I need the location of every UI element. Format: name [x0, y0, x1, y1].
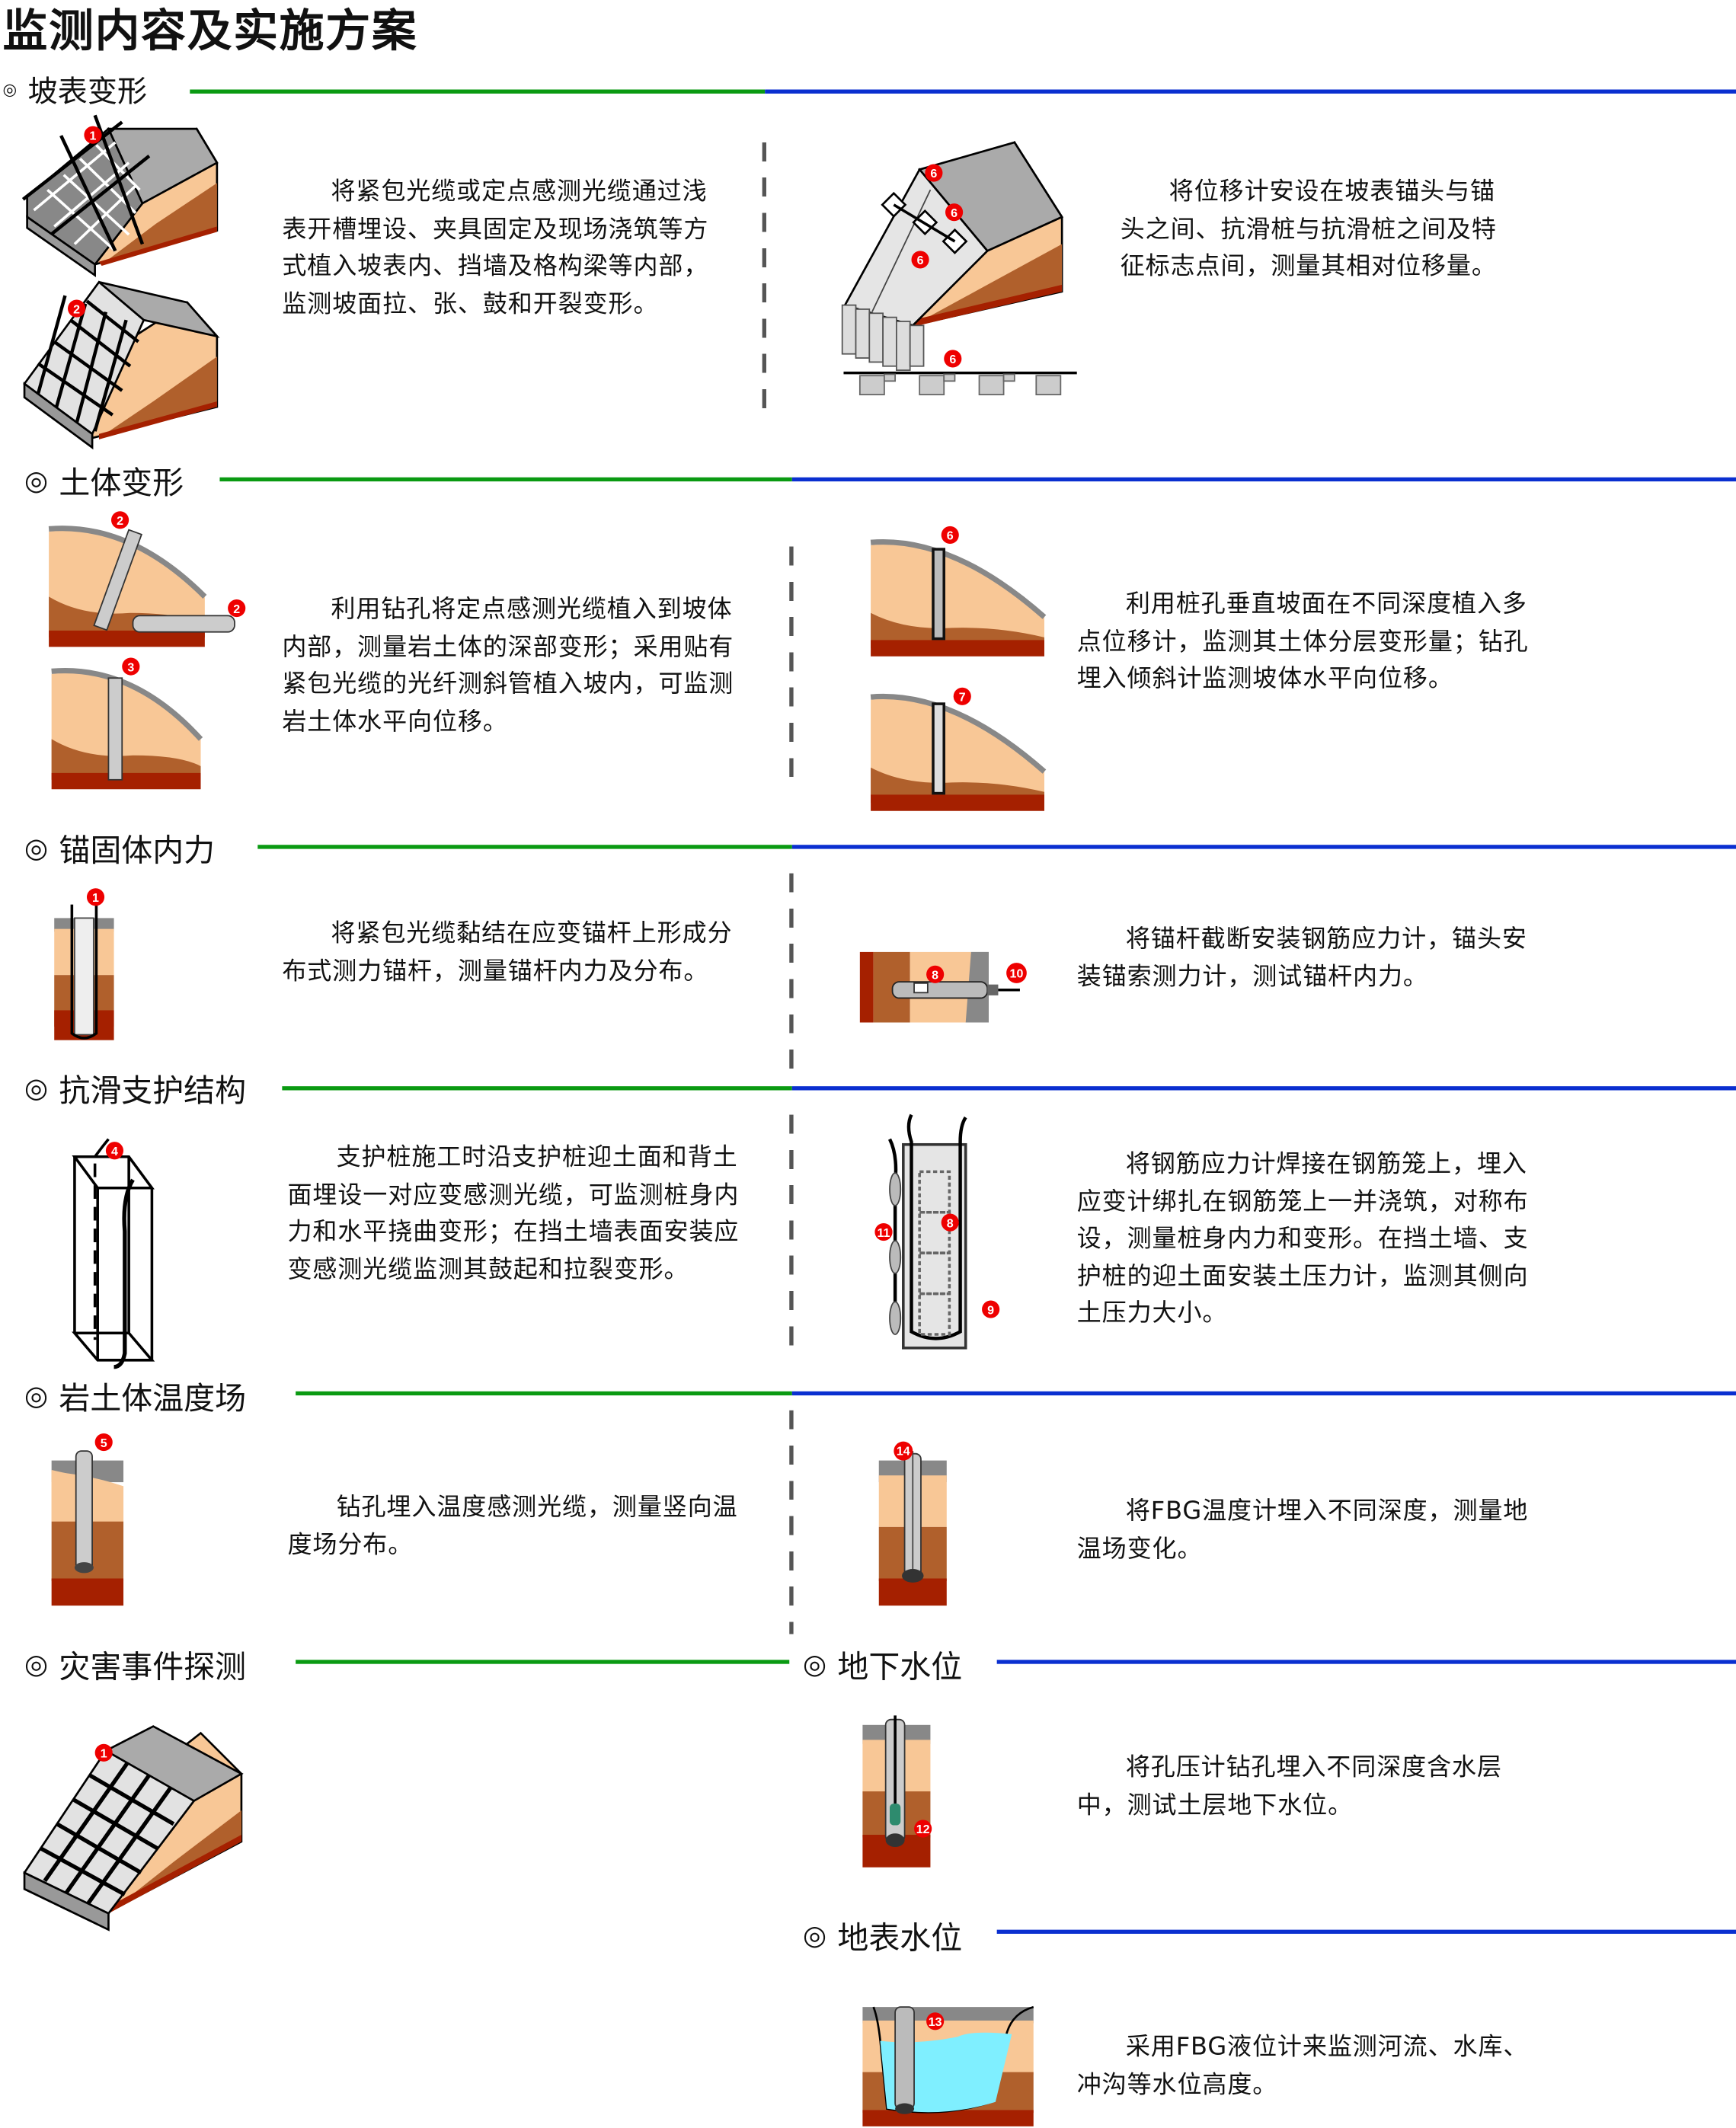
double-circle-icon: ◎	[24, 1379, 49, 1412]
marker-badge: 2	[228, 599, 246, 618]
section-heading-rock-soil-temperature: ◎ 岩土体温度场	[24, 1379, 247, 1417]
section-rule-green	[190, 89, 766, 94]
slope-displacement-meter-illustration	[841, 140, 1064, 371]
section-rule-blue	[791, 477, 1736, 482]
marker-badge: 6	[925, 164, 943, 182]
section-rule-blue	[791, 1391, 1736, 1396]
double-circle-icon: ◎	[803, 1919, 827, 1952]
description-text: 钻孔埋入温度感测光缆，测量竖向温度场分布。	[287, 1493, 738, 1559]
marker-badge: 1	[86, 888, 105, 906]
description-text: 利用钻孔将定点感测光缆植入到坡体内部，测量岩土体的深部变形；采用贴有紧包光缆的光…	[282, 595, 734, 736]
marker-badge: 10	[1006, 963, 1027, 983]
fbg-thermometer-borehole-illustration	[878, 1451, 947, 1606]
section-heading-surface-water-level: ◎ 地表水位	[803, 1919, 963, 1957]
double-circle-icon: ◎	[24, 831, 49, 864]
marker-badge: 2	[111, 511, 129, 529]
marker-badge: 1	[94, 1743, 113, 1762]
marker-badge: 11	[874, 1223, 893, 1241]
marker-badge: 9	[982, 1300, 1000, 1318]
marker-badge: 1	[84, 126, 102, 144]
section-rule-blue	[791, 1086, 1736, 1091]
marker-badge: 12	[914, 1820, 932, 1838]
column-divider	[789, 873, 794, 1070]
marker-badge: 5	[94, 1433, 113, 1452]
marker-badge: 6	[945, 203, 964, 222]
piezometer-borehole-illustration	[862, 1715, 931, 1868]
description-text: 将紧包光缆黏结在应变锚杆上形成分布式测力锚杆，测量锚杆内力及分布。	[282, 919, 733, 986]
marker-badge: 14	[894, 1441, 913, 1461]
rebar-cage-stress-meter-illustration	[887, 1114, 967, 1350]
section-heading-anti-slide-support: ◎ 抗滑支护结构	[24, 1071, 247, 1110]
page-title: 监测内容及实施方案	[2, 4, 418, 57]
section-rule-green	[257, 845, 792, 849]
section-rule-blue	[996, 1929, 1736, 1934]
description-text: 将位移计安设在坡表锚头与锚头之间、抗滑桩与抗滑桩之间及特征标志点间，测量其相对位…	[1120, 177, 1497, 281]
marker-badge: 6	[911, 251, 929, 269]
description-text: 支护桩施工时沿支护桩迎土面和背土面埋设一对应变感测光缆，可监测桩身内力和水平挠曲…	[287, 1142, 740, 1284]
section-rule-green	[296, 1660, 790, 1664]
marker-badge: 3	[122, 657, 140, 676]
multipoint-displacement-meter-illustration	[870, 538, 1047, 657]
marker-badge: 4	[105, 1142, 124, 1160]
double-circle-icon: ◎	[24, 1647, 49, 1681]
section-heading-groundwater-level: ◎ 地下水位	[803, 1647, 963, 1686]
section-rule-blue	[765, 89, 1736, 94]
column-divider	[762, 142, 766, 420]
description-text: 将FBG温度计埋入不同深度，测量地温场变化。	[1076, 1497, 1529, 1564]
section-rule-green	[282, 1086, 792, 1091]
description-text: 采用FBG液位计来监测河流、水库、冲沟等水位高度。	[1076, 2032, 1529, 2099]
section-heading-anchor-internal-force: ◎ 锚固体内力	[24, 831, 216, 870]
support-pile-sensing-cable-illustration	[72, 1138, 155, 1369]
anchor-rod-sensing-cable-illustration	[54, 904, 114, 1040]
slope-grid-beam-illustration	[23, 280, 220, 450]
description-text: 利用桩孔垂直坡面在不同深度植入多点位移计，监测其土体分层变形量；钻孔埋入倾斜计监…	[1076, 590, 1529, 693]
fbg-level-gauge-channel-illustration	[862, 2005, 1034, 2126]
section-rule-blue	[996, 1660, 1736, 1664]
slope-grid-detection-illustration	[23, 1725, 244, 1931]
double-circle-icon: ◎	[24, 1071, 49, 1104]
marker-badge: 6	[941, 526, 959, 544]
marker-badge: 8	[941, 1213, 959, 1232]
section-rule-green	[219, 477, 792, 482]
slope-inclinometer-tube-illustration	[51, 668, 203, 790]
double-circle-icon: ◎	[2, 80, 18, 99]
displacement-meter-plan-view	[843, 371, 1077, 396]
description-text: 将紧包光缆或定点感测光缆通过浅表开槽埋设、夹具固定及现场浇筑等方式植入坡表内、挡…	[282, 177, 709, 318]
column-divider	[789, 546, 794, 784]
column-divider	[789, 1114, 794, 1348]
description-text: 将钢筋应力计焊接在钢筋笼上，埋入应变计绑扎在钢筋笼上一并浇筑，对称布设，测量桩身…	[1076, 1149, 1529, 1328]
borehole-inclinometer-illustration	[870, 693, 1047, 811]
section-rule-blue	[791, 845, 1736, 849]
section-heading-soil-deformation: ◎ 土体变形	[24, 463, 184, 502]
column-divider	[789, 1410, 794, 1634]
marker-badge: 13	[926, 2012, 945, 2031]
marker-badge: 8	[926, 965, 945, 983]
marker-badge: 6	[944, 350, 962, 368]
slope-grid-cable-illustration	[21, 114, 219, 278]
section-heading-slope-surface: ◎ 坡表变形	[2, 75, 148, 110]
section-heading-disaster-event-detection: ◎ 灾害事件探测	[24, 1647, 247, 1686]
anchor-rebar-stress-meter-illustration	[859, 951, 1020, 1023]
marker-badge: 2	[68, 299, 86, 318]
double-circle-icon: ◎	[803, 1647, 827, 1681]
slope-borehole-sensing-cable-illustration	[48, 526, 235, 647]
description-text: 将孔压计钻孔埋入不同深度含水层中，测试土层地下水位。	[1076, 1753, 1502, 1820]
section-rule-green	[296, 1391, 792, 1396]
borehole-temperature-cable-illustration	[51, 1450, 124, 1606]
double-circle-icon: ◎	[24, 463, 49, 497]
description-text: 将锚杆截断安装钢筋应力计，锚头安装锚索测力计，测试锚杆内力。	[1076, 925, 1527, 991]
marker-badge: 7	[953, 687, 971, 705]
